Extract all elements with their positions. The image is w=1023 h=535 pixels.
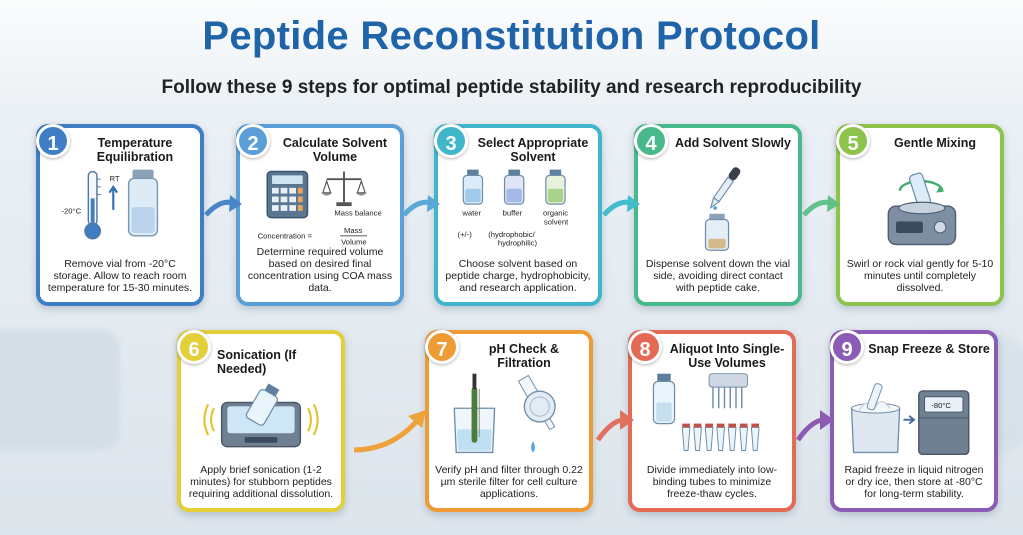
temp-label: -20°C — [61, 207, 81, 216]
step-title: Snap Freeze & Store — [868, 342, 990, 356]
step-number: 8 — [628, 330, 662, 364]
step-title: pH Check & Filtration — [488, 342, 560, 370]
solvent-bottles-icon: water buffer organic solvent (+/-) (hydr… — [446, 162, 590, 254]
step-title: Add Solvent Slowly — [675, 136, 791, 150]
balance-label: Mass balance — [334, 209, 381, 218]
step-card-4: 4 Add Solvent Slowly Dispense solvent do… — [634, 124, 802, 306]
arrow-icon — [602, 195, 640, 217]
step-description: Swirl or rock vial gently for 5-10 minut… — [846, 258, 994, 294]
step-description: Divide immediately into low-binding tube… — [646, 464, 778, 500]
hydrophilic-label: hydrophilic) — [498, 238, 538, 247]
rt-label: RT — [109, 174, 119, 183]
thermometer-vial-icon: -20°C RT — [48, 162, 192, 254]
step-number: 4 — [634, 124, 668, 158]
freezer-temp-label: -80°C — [931, 401, 951, 410]
arrow-icon — [802, 195, 840, 217]
step-title: Gentle Mixing — [894, 136, 976, 150]
step-title: Temperature Equilibration — [96, 136, 174, 164]
step-description: Choose solvent based on peptide charge, … — [445, 258, 591, 294]
step-number: 1 — [36, 124, 70, 158]
sonicator-bath-icon — [189, 368, 333, 460]
concentration-label: Concentration = — [258, 232, 313, 241]
step-number: 5 — [836, 124, 870, 158]
water-label: water — [461, 209, 481, 218]
background-lab-equipment — [0, 330, 120, 450]
mass-label: Mass — [344, 226, 362, 235]
arrow-icon — [796, 410, 834, 442]
step-card-5: 5 Gentle Mixing Swirl or rock vial gentl… — [836, 124, 1004, 306]
step-card-6: 6 Sonication (If Needed) Apply brief son… — [177, 330, 345, 512]
freezer-icon: -80°C — [842, 368, 986, 460]
background-glow — [0, 0, 1023, 110]
step-card-3: 3 Select Appropriate Solvent water buffe… — [434, 124, 602, 306]
charge-label: (+/-) — [458, 230, 473, 239]
calculator-balance-icon: Mass balance Concentration = Mass Volume — [248, 162, 392, 254]
step-number: 9 — [830, 330, 864, 364]
step-card-7: 7 pH Check & Filtration Verify pH and fi… — [425, 330, 593, 512]
step-card-2: 2 Calculate Solvent Volume Mass balance … — [236, 124, 404, 306]
arrow-icon — [596, 410, 634, 442]
step-number: 7 — [425, 330, 459, 364]
step-number: 2 — [236, 124, 270, 158]
buffer-label: buffer — [503, 209, 523, 218]
solvent-label: solvent — [544, 217, 569, 226]
ph-meter-filter-icon — [437, 368, 581, 460]
step-card-8: 8 Aliquot Into Single-Use Volumes Divi — [628, 330, 796, 512]
step-title: Calculate Solvent Volume — [282, 136, 388, 164]
hydrophobic-label: (hydrophobic/ — [488, 230, 535, 239]
volume-label: Volume — [341, 237, 367, 246]
step-description: Determine required volume based on desir… — [247, 246, 393, 294]
step-card-1: 1 Temperature Equilibration -20°C RT Rem… — [36, 124, 204, 306]
arrow-icon — [353, 410, 426, 453]
step-card-9: 9 Snap Freeze & Store -80°C Rapid freeze… — [830, 330, 998, 512]
page-title: Peptide Reconstitution Protocol — [202, 14, 821, 58]
step-title: Aliquot Into Single-Use Volumes — [669, 342, 785, 370]
step-description: Apply brief sonication (1-2 minutes) for… — [188, 464, 334, 500]
arrow-icon — [204, 195, 242, 217]
step-number: 3 — [434, 124, 468, 158]
page-subtitle: Follow these 9 steps for optimal peptide… — [161, 77, 862, 98]
pipette-tubes-icon — [640, 368, 784, 460]
arrow-icon — [402, 195, 440, 217]
step-number: 6 — [177, 330, 211, 364]
step-title: Select Appropriate Solvent — [477, 136, 589, 164]
step-description: Rapid freeze in liquid nitrogen or dry i… — [844, 464, 984, 500]
dropper-vial-icon — [646, 162, 790, 254]
organic-label: organic — [543, 209, 568, 218]
step-description: Dispense solvent down the vial side, avo… — [645, 258, 791, 294]
step-description: Remove vial from -20°C storage. Allow to… — [47, 258, 193, 294]
step-description: Verify pH and filter through 0.22 µm ste… — [435, 464, 583, 500]
step-title: Sonication (If Needed) — [217, 348, 297, 376]
vortex-mixer-icon — [848, 162, 992, 254]
